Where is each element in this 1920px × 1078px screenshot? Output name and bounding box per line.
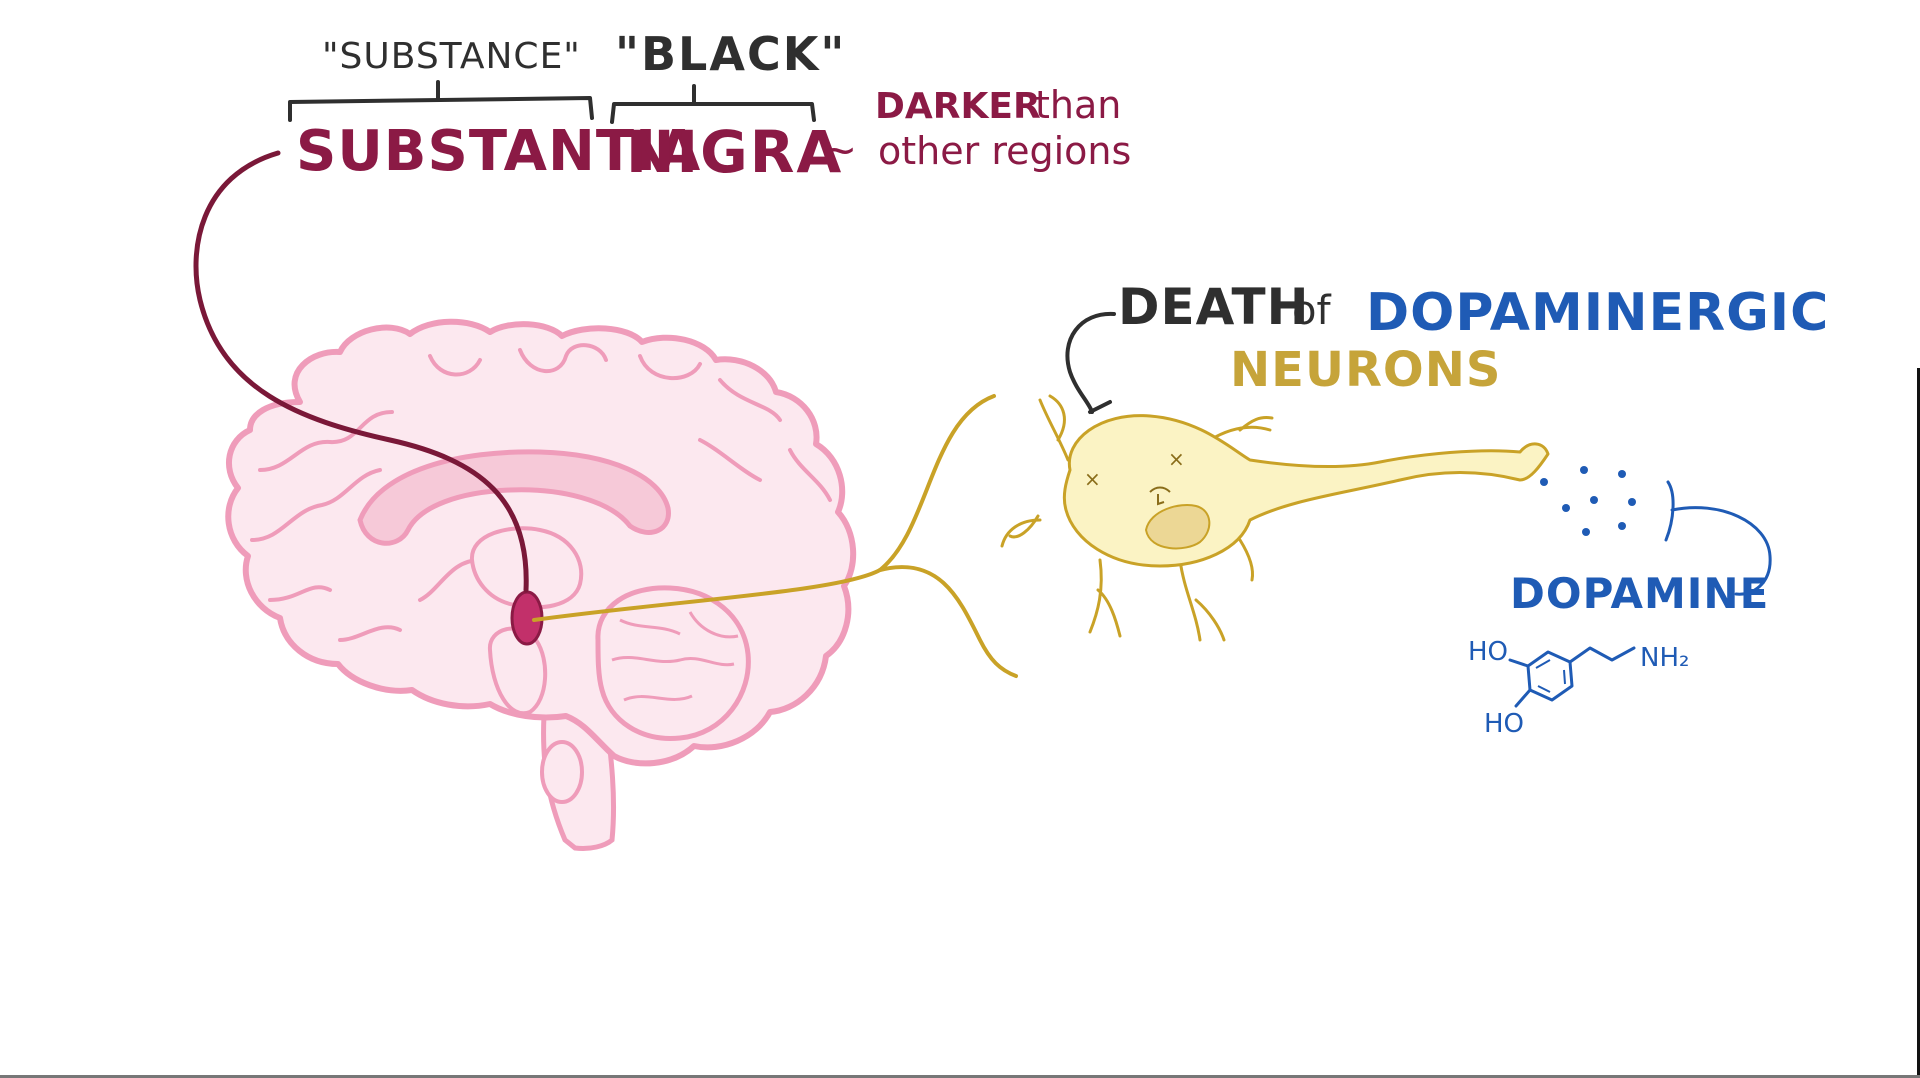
death-label: DEATH <box>1118 278 1309 336</box>
other-regions-label: other regions <box>878 129 1131 173</box>
dopamine-structure: HO HO NH₂ <box>1468 637 1689 739</box>
darker-label: DARKER <box>875 86 1041 127</box>
dopamine-dots <box>1540 466 1636 536</box>
neurons-label: NEURONS <box>1230 342 1501 398</box>
than-label: than <box>1035 83 1121 127</box>
neuron-dendrites <box>1000 394 1274 642</box>
dopamine-bracket <box>1664 480 1772 596</box>
frame-bottom-edge <box>0 1075 1920 1078</box>
ho-top-label: HO <box>1468 637 1508 667</box>
dopaminergic-label: DOPAMINERGIC <box>1366 283 1829 343</box>
ho-bottom-label: HO <box>1484 709 1524 739</box>
neuron-x-eye-left: × <box>1084 467 1101 491</box>
corpus-callosum <box>357 449 671 546</box>
neuron-body <box>1062 414 1550 568</box>
brain-gyri <box>250 343 832 642</box>
of-label: of <box>1292 288 1331 334</box>
pons <box>488 626 548 716</box>
substantia-bracket <box>288 80 594 122</box>
side-chain <box>1568 646 1636 664</box>
nigra-pointer-line <box>193 150 529 593</box>
dopamine-label: DOPAMINE <box>1510 569 1769 618</box>
neuron-illustration: × × <box>1000 394 1550 642</box>
nh2-label: NH₂ <box>1640 643 1689 673</box>
substantia-label: SUBSTANTIA <box>296 119 701 184</box>
neuron-x-eye-right: × <box>1168 447 1185 471</box>
death-pointer <box>1065 311 1116 414</box>
ring-inner-bonds <box>1535 659 1566 693</box>
neuron-mouth <box>1149 486 1171 506</box>
tilde-symbol: ~ <box>822 125 857 174</box>
substance-translation: "SUBSTANCE" <box>322 36 581 77</box>
zoom-lines <box>532 394 1018 678</box>
medulla <box>540 740 584 804</box>
hydroxyl-bonds <box>1508 658 1532 708</box>
nigra-label: NIGRA <box>626 118 843 186</box>
neuron-nucleus <box>1144 504 1211 550</box>
brain-illustration <box>225 318 857 851</box>
black-translation: "BLACK" <box>615 27 846 81</box>
cerebellum-folia <box>611 611 739 702</box>
frame-right-edge <box>1917 368 1920 1078</box>
nigra-bracket <box>610 84 816 124</box>
